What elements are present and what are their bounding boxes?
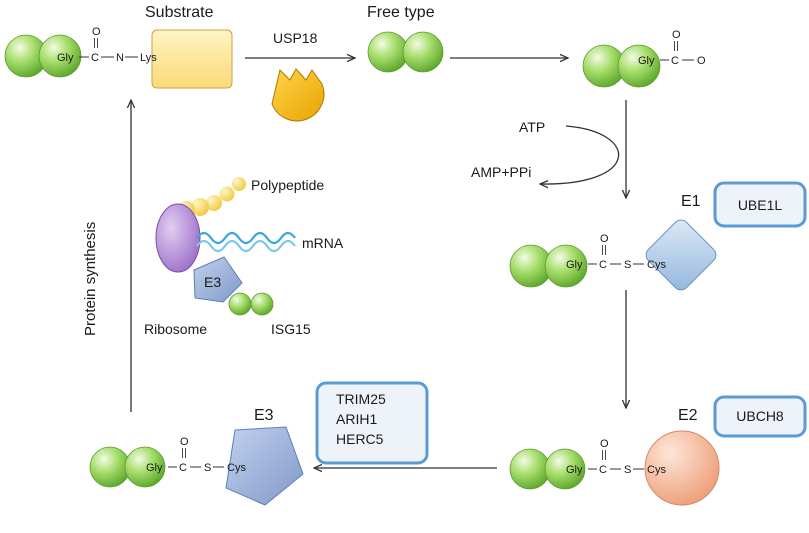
e1-enzyme-box: UBE1L [713,181,807,228]
isg15-domain-1 [89,446,131,488]
isg15-domain-2 [544,244,588,288]
e3-ribosome-shape [193,256,243,303]
e3-label: E3 [254,407,274,424]
oxygen-label: O [697,55,706,67]
amp-ppi-label: AMP+PPi [471,164,531,180]
sulfur-label: S [624,259,631,271]
usp18-label: USP18 [273,30,318,46]
gly-label: Gly [566,259,583,271]
usp18-enzyme-icon [271,68,325,122]
gly-label: Gly [566,464,583,476]
nitrogen-label: N [116,52,124,64]
arih1-label: ARIH1 [336,411,377,427]
ribosome-subunit [155,203,201,273]
protein-synthesis-label: Protein synthesis [82,222,99,336]
substrate-label: Substrate [145,4,214,21]
oxygen-label: O [92,26,101,38]
isg15-domain-2 [402,31,444,73]
isg15-label: ISG15 [271,321,311,337]
substrate-protein [151,29,233,89]
polypeptide-bead [191,198,209,216]
isg15-domain-2 [124,446,166,488]
free-type-label: Free type [367,4,435,21]
isg15-domain-2 [250,292,274,316]
isg15-carboxylate: Gly C O O [582,29,706,88]
e3-enzyme-shape [225,426,304,506]
carbon-label: C [671,55,679,67]
gly-label: Gly [638,55,655,67]
cys-label: Cys [647,464,666,476]
e3-enzyme-box: TRIM25 ARIH1 HERC5 [315,381,429,465]
oxygen-label: O [672,29,681,41]
mrna-strand [196,239,296,253]
polypeptide-bead [219,186,235,202]
isg15-domain-1 [509,448,551,490]
gly-label: Gly [146,462,163,474]
isg15-domain-1 [228,292,252,316]
trim25-label: TRIM25 [336,391,386,407]
lys-label: Lys [140,52,157,64]
isg15-domain-2 [38,34,82,78]
e2-enzyme-shape [644,430,720,506]
e2-label: E2 [678,407,698,424]
atp-label: ATP [519,119,545,135]
oxygen-label: O [600,233,609,245]
isg15-e3-thioester: Gly C O S Cys [89,426,304,506]
free-isg15: Free type [367,4,444,73]
isg15-domain-2 [544,448,586,490]
ube1l-label: UBE1L [738,197,783,213]
carbon-label: C [179,462,187,474]
ribosome-illustration: E3 Polypeptide mRNA Ribosome ISG15 [144,177,344,337]
carbon-label: C [599,464,607,476]
herc5-label: HERC5 [336,431,384,447]
isg15-substrate-conjugate: Gly C O N Lys Substrate [4,4,233,89]
e2-enzyme-box: UBCH8 [713,395,807,438]
polypeptide-label: Polypeptide [251,177,324,193]
gly-label: Gly [57,52,74,64]
polypeptide-bead [206,195,222,211]
sulfur-label: S [624,464,631,476]
e1-enzyme-shape [645,219,717,291]
mrna-strand [196,231,296,245]
isg15-domain-2 [617,44,661,88]
cys-label: Cys [227,462,246,474]
isg15-e2-thioester: Gly C O S Cys [509,430,720,506]
arrow-atp-ampppi [540,125,620,184]
ubch8-label: UBCH8 [736,408,784,424]
carbon-label: C [599,259,607,271]
mrna-label: mRNA [302,235,344,251]
carbon-label: C [91,52,99,64]
e3-ribosome-label: E3 [204,274,221,290]
isg15-e1-thioester: Gly C O S Cys [509,219,717,291]
sulfur-label: S [204,462,211,474]
e1-label: E1 [681,193,701,210]
ribosome-label: Ribosome [144,321,207,337]
isg15-domain-1 [367,31,409,73]
oxygen-label: O [600,438,609,450]
cycle-arrows [131,58,626,468]
cys-label: Cys [647,259,666,271]
polypeptide-bead [232,177,246,191]
oxygen-label: O [180,436,189,448]
